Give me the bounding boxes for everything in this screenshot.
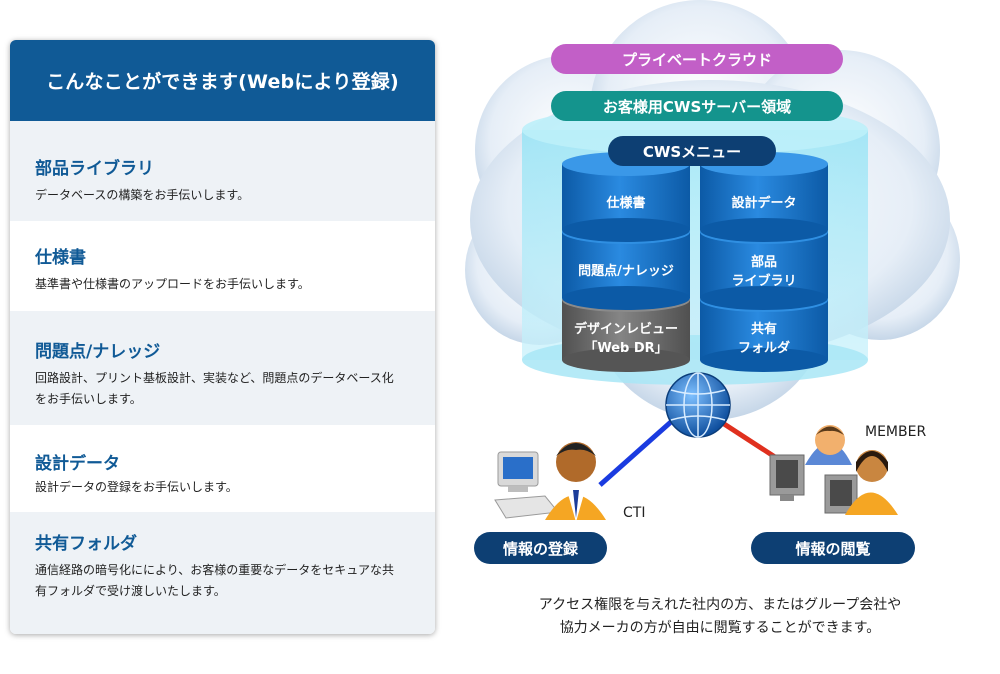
caption-line-1: アクセス権限を与えれた社内の方、またはグループ会社や xyxy=(538,597,902,613)
cti-user-icon xyxy=(494,442,606,522)
feature-title: 問題点/ナレッジ xyxy=(35,342,161,362)
feature-title: 共有フォルダ xyxy=(35,534,137,554)
feature-design-data: 設計データ 設計データの登録をお手伝いします。 xyxy=(10,425,435,512)
menu-item-design-data: 設計データ xyxy=(731,195,797,211)
feature-parts-library: 部品ライブラリ データベースの構築をお手伝いします。 xyxy=(10,121,435,221)
feature-desc: 回路設計、プリント基板設計、実装など、問題点のデータベース化をお手伝いします。 xyxy=(35,371,394,406)
feature-desc: データベースの構築をお手伝いします。 xyxy=(35,188,250,202)
member-users-icon xyxy=(769,425,898,515)
feature-shared-folder: 共有フォルダ 通信経路の暗号化ににより、お客様の重要なデータをセキュアな共有フォ… xyxy=(10,512,435,634)
feature-desc: 基準書や仕様書のアップロードをお手伝いします。 xyxy=(35,277,310,291)
feature-panel: こんなことができます(Webにより登録) 部品ライブラリ データベースの構築をお… xyxy=(10,40,435,634)
feature-desc: 設計データの登録をお手伝いします。 xyxy=(35,480,238,494)
feature-title: 仕様書 xyxy=(35,248,86,268)
right-database-stack xyxy=(700,152,828,372)
menu-item-specifications: 仕様書 xyxy=(606,195,646,211)
feature-title: 部品ライブラリ xyxy=(35,159,154,179)
diagram-graphics xyxy=(465,0,960,522)
cws-menu-label: CWSメニュー xyxy=(608,136,776,166)
panel-title: こんなことができます(Webにより登録) xyxy=(10,40,435,121)
register-info-label: 情報の登録 xyxy=(474,532,607,564)
cti-label: CTI xyxy=(623,505,646,521)
private-cloud-label: プライベートクラウド xyxy=(551,44,843,74)
left-database-stack xyxy=(562,152,690,372)
server-area-label: お客様用CWSサーバー領域 xyxy=(551,91,843,121)
feature-desc: 通信経路の暗号化ににより、お客様の重要なデータをセキュアな共有フォルダで受け渡し… xyxy=(35,563,395,598)
feature-specifications: 仕様書 基準書や仕様書のアップロードをお手伝いします。 xyxy=(10,221,435,311)
caption-line-2: 協力メーカの方が自由に閲覧することができます。 xyxy=(559,620,881,636)
member-label: MEMBER xyxy=(865,424,927,440)
feature-knowledge: 問題点/ナレッジ 回路設計、プリント基板設計、実装など、問題点のデータベース化を… xyxy=(10,311,435,425)
menu-item-shared-folder: 共有 フォルダ xyxy=(737,322,790,356)
browse-info-label: 情報の閲覧 xyxy=(751,532,915,564)
diagram-caption: アクセス権限を与えれた社内の方、またはグループ会社や 協力メーカの方が自由に閲覧… xyxy=(470,594,970,640)
cloud-diagram: プライベートクラウド お客様用CWSサーバー領域 CWSメニュー 仕様書 問題点… xyxy=(440,0,1000,674)
menu-item-knowledge: 問題点/ナレッジ xyxy=(578,263,674,279)
feature-title: 設計データ xyxy=(35,454,120,474)
menu-item-parts-library: 部品 ライブラリ xyxy=(731,255,797,289)
menu-item-design-review: デザインレビュー 「Web DR」 xyxy=(573,322,678,356)
globe-icon xyxy=(665,372,731,438)
